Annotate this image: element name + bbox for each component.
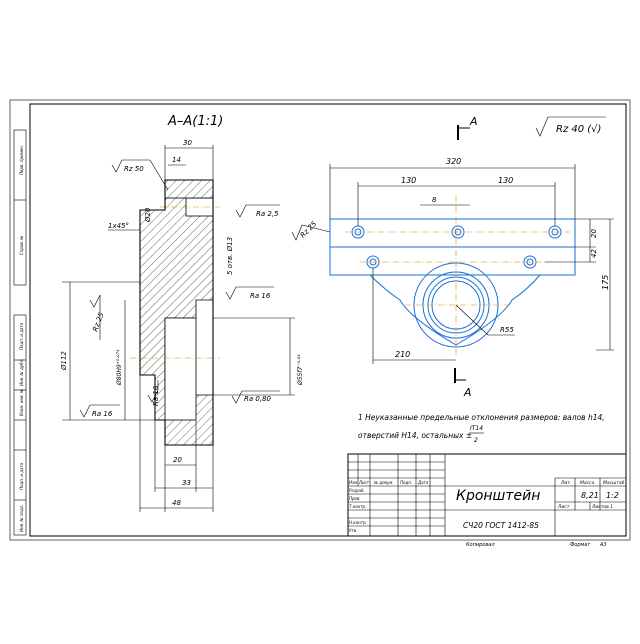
format-value: А3 [599, 542, 607, 548]
tb-nkontr: Н.контр. [349, 520, 367, 525]
rough-ra25: Ra 2,5 [256, 210, 279, 218]
section-marker-top: А [457, 115, 478, 140]
tb-col-scale: Масштаб [603, 480, 625, 486]
tb-sheets: Листов 1 [591, 504, 613, 510]
dim-320: 320 [446, 157, 461, 166]
dim-210: 210 [395, 350, 410, 359]
dim-8: 8 [432, 196, 437, 204]
tb-izm: Изм [349, 480, 357, 485]
rough-ra16-c: Ra 16 [152, 385, 160, 406]
note-line-1: 1 Неуказанные предельные отклонения разм… [358, 413, 605, 422]
format-label: Формат [570, 542, 591, 548]
note-line-2: отверстий Н14, остальных ± [358, 431, 472, 440]
dim-r55: R55 [500, 326, 514, 334]
general-roughness: Rz 40 (√) [535, 116, 606, 137]
rough-ra080: Ra 0,80 [244, 395, 272, 403]
stamp-vzam: Взам. инв. № [19, 389, 24, 416]
dim-chamfer: 1x45° [108, 222, 129, 230]
stamp-podp1: Подп. и дата [19, 322, 24, 350]
tb-mass: 8,21 [581, 491, 599, 500]
plan-dimensions: 320 130 130 8 20 42 175 210 Rz 25 [291, 157, 614, 364]
dim-14: 14 [172, 156, 181, 164]
dim-48: 48 [172, 499, 181, 507]
rough-ra16-a: Ra 16 [250, 292, 271, 300]
rough-rz50: Rz 50 [124, 165, 144, 173]
section-marker-bottom: А [454, 368, 472, 399]
dim-d55: Ø55f7⁻⁰·⁰³ [297, 354, 304, 386]
section-view [130, 179, 220, 446]
tb-scale: 1:2 [606, 491, 619, 500]
dim-33: 33 [182, 479, 191, 487]
tb-material: СЧ20 ГОСТ 1412-85 [463, 521, 539, 530]
dim-20-plan: 20 [590, 229, 598, 238]
side-stamp-column: Перв. примен. Справ. № Подп. и дата Инв.… [13, 129, 27, 536]
dim-20: 20 [173, 456, 182, 464]
outer-frame [9, 99, 631, 541]
dim-175: 175 [601, 275, 610, 290]
tb-prov: Пров. [349, 496, 361, 501]
rough-general: Rz 40 (√) [556, 124, 601, 135]
tb-list: Лист [358, 480, 370, 485]
svg-text:А: А [463, 386, 472, 399]
note-frac-num: IT14 [470, 425, 483, 432]
plan-view: R55 [329, 195, 576, 355]
dim-130-b: 130 [498, 176, 513, 185]
stamp-inv-dubl: Инв. № дубл. [19, 359, 24, 386]
title-block: Изм Лист № докум. Подп. Дата Разраб. Про… [347, 453, 627, 537]
tb-podp: Подп. [400, 480, 412, 485]
tb-utv: Утв. [349, 528, 357, 533]
dim-holes: 5 отв. Ø13 [226, 237, 234, 275]
section-title: А–А(1:1) [167, 114, 223, 129]
stamp-perv: Перв. примен. [19, 145, 24, 175]
tb-sheet: Лист [557, 504, 570, 510]
tb-razrab: Разраб. [349, 488, 365, 493]
tb-col-lit: Лит. [560, 480, 571, 486]
tb-tkontr: Т.контр. [349, 504, 366, 509]
stamp-podp2: Подп. и дата [19, 462, 24, 490]
dim-42: 42 [590, 249, 598, 258]
rough-rz25-left: Rz 25 [91, 311, 105, 333]
technical-notes: 1 Неуказанные предельные отклонения разм… [358, 413, 605, 444]
stamp-sprav: Справ. № [19, 236, 24, 255]
note-frac-den: 2 [474, 437, 478, 444]
tb-part-name: Кронштейн [456, 488, 540, 504]
section-dimensions: 30 14 Ø20 1x45° 5 отв. Ø13 Ø112 Ø80Н9⁺⁰·… [60, 139, 304, 512]
dim-d112: Ø112 [60, 351, 68, 371]
tb-col-mass: Масса [580, 480, 595, 486]
rough-rz25-right: Rz 25 [299, 219, 319, 239]
svg-text:А: А [469, 115, 478, 128]
dim-d20-hole: Ø20 [144, 207, 152, 223]
inner-frame [29, 103, 627, 537]
copied-label: Копировал [466, 542, 495, 548]
tb-data: Дата [417, 480, 429, 485]
tb-ndoc: № докум. [373, 480, 394, 485]
rough-ra16-b: Ra 16 [92, 410, 113, 418]
dim-30: 30 [183, 139, 192, 147]
dim-130-a: 130 [401, 176, 416, 185]
stamp-inv-podl: Инв. № подл. [19, 504, 24, 532]
dim-d80: Ø80Н9⁺⁰·⁰⁷⁴ [116, 349, 123, 386]
